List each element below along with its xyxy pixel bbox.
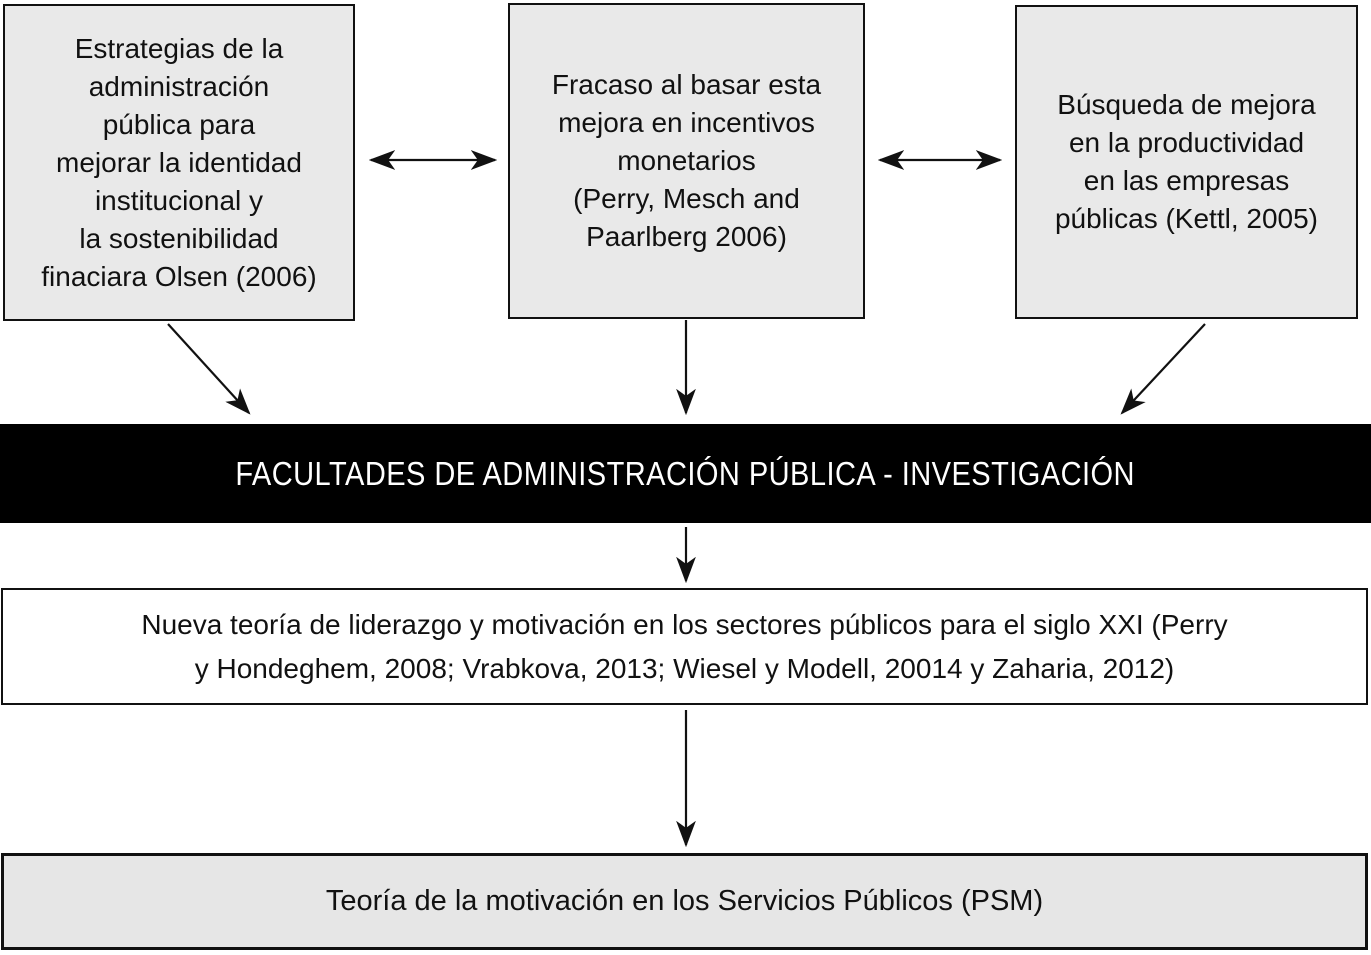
arrow-box3-to-banner [1120, 323, 1206, 415]
box-fracaso-incentivos: Fracaso al basar esta mejora en incentiv… [508, 3, 865, 319]
box-teoria-motivacion-psm: Teoría de la motivación en los Servicios… [1, 853, 1368, 950]
box-estrategias-administracion: Estrategias de la administración pública… [3, 4, 355, 321]
box-fracaso-text: Fracaso al basar esta mejora en incentiv… [551, 69, 822, 252]
arrow-box1-to-banner [167, 323, 251, 415]
banner-text: FACULTADES DE ADMINISTRACIÓN PÚBLICA - I… [235, 454, 1136, 492]
banner-facultades-investigacion: FACULTADES DE ADMINISTRACIÓN PÚBLICA - I… [0, 424, 1371, 523]
box-nueva-teoria-liderazgo: Nueva teoría de liderazgo y motivación e… [1, 588, 1368, 705]
box-busqueda-text: Búsqueda de mejora en la productividad e… [1054, 89, 1319, 234]
box-nueva-teoria-text: Nueva teoría de liderazgo y motivación e… [141, 608, 1228, 684]
box-estrategias-text: Estrategias de la administración pública… [41, 32, 317, 292]
box-busqueda-productividad: Búsqueda de mejora en la productividad e… [1015, 5, 1358, 319]
box-teoria-psm-text: Teoría de la motivación en los Servicios… [325, 885, 1044, 917]
